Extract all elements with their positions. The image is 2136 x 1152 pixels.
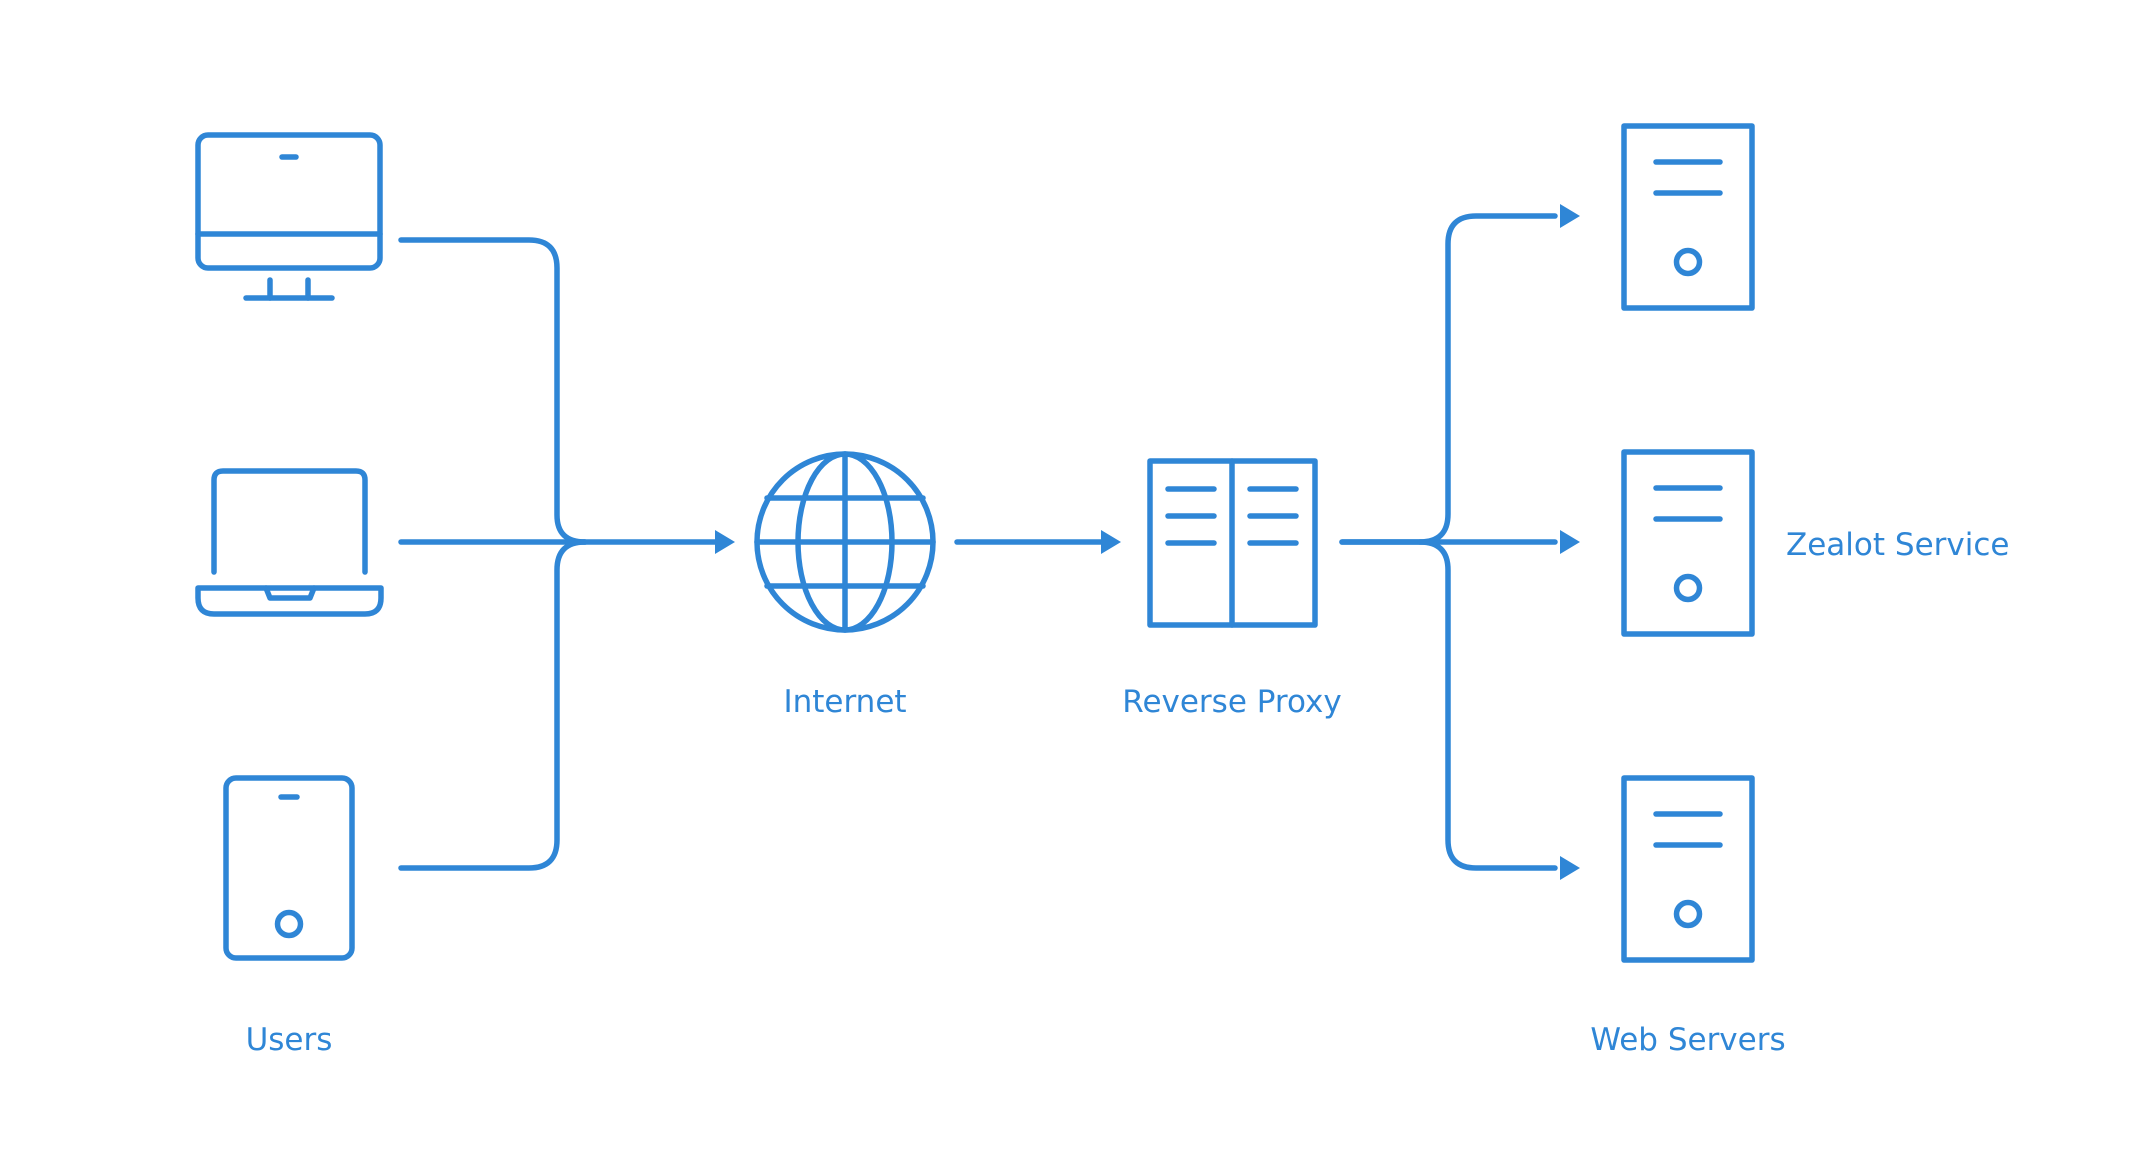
arrowhead-icon — [1560, 856, 1580, 880]
proxy-to-servers-connectors — [1339, 213, 1558, 871]
web-server-icon — [1621, 123, 1755, 311]
desktop-connector — [398, 237, 588, 545]
users-to-internet-connectors — [398, 237, 728, 871]
server-3-connector — [1417, 539, 1558, 871]
users-label: Users — [246, 1022, 333, 1058]
arrowhead-icon — [1560, 530, 1580, 554]
desktop-monitor-icon — [195, 132, 383, 301]
web-server-icon — [1621, 449, 1755, 637]
globe-icon — [754, 451, 936, 633]
proxy-server-icon — [1147, 458, 1318, 628]
arrowhead-icon — [1101, 530, 1121, 554]
internet-label: Internet — [783, 684, 906, 720]
server-1-connector — [1339, 213, 1558, 545]
phone-icon — [223, 775, 355, 961]
web-server-icon — [1621, 775, 1755, 963]
arrowhead-icon — [715, 530, 735, 554]
phone-connector — [398, 539, 588, 871]
zealot-service-label: Zealot Service — [1786, 527, 2009, 563]
laptop-icon — [195, 468, 384, 617]
reverse-proxy-label: Reverse Proxy — [1122, 684, 1341, 720]
arrowhead-icon — [1560, 204, 1580, 228]
web-servers-label: Web Servers — [1590, 1022, 1785, 1058]
